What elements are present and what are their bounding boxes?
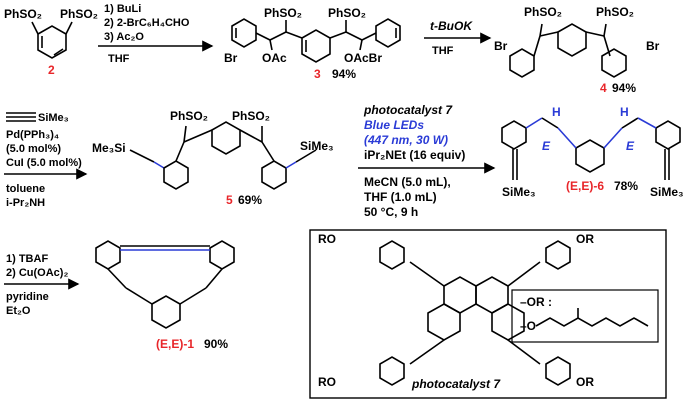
step3-solvent-1: toluene [6,183,45,195]
step3-reagent-1: Pd(PPh₃)₄ [6,129,59,141]
step1-reagent-1: 1) BuLi [104,3,141,15]
cmpd5-group-3: Me₃Si [92,141,126,155]
step5-reagent-2: 2) Cu(OAc)₂ [6,267,68,279]
cmpd6-e-2: E [626,139,635,153]
compound-3: PhSO₂ PhSO₂ Br OAc OAcBr 3 94% [224,6,401,81]
compound-6: H H E E SiMe₃ SiMe₃ (E,E)-6 78% [501,105,684,199]
step5-reagent-1: 1) TBAF [6,253,48,265]
compound-4-yield: 94% [612,81,636,95]
box-legend-title: –OR : [520,295,552,309]
step1-reagent-3: 3) Ac₂O [104,31,144,43]
cmpd5-group-1: PhSO₂ [170,109,208,123]
compound-3-yield: 94% [332,67,356,81]
sm-group-1: PhSO₂ [4,7,42,21]
compound-2: PhSO₂ PhSO₂ 2 [4,7,98,77]
step1-conditions: 1) BuLi 2) 2-BrC₆H₄CHO 3) Ac₂O THF [98,3,214,65]
box-or-4: OR [576,375,594,389]
compound-5: Me₃Si PhSO₂ PhSO₂ SiMe₃ 5 69% [92,109,334,207]
cmpd5-group-2: PhSO₂ [232,109,270,123]
cmpd4-group-2: PhSO₂ [596,5,634,19]
step5-solvent-1: pyridine [6,291,49,303]
step3-alkyne: SiMe₃ [38,112,69,124]
step4-condition-1: MeCN (5.0 mL), [364,175,451,189]
compound-4: PhSO₂ PhSO₂ Br Br 4 94% [494,5,660,95]
cmpd6-h-1: H [552,105,561,119]
cmpd3-group-2: PhSO₂ [328,6,366,20]
step4-condition-2: THF (1.0 mL) [364,190,437,204]
step4-base: iPr₂NEt (16 equiv) [364,148,465,162]
compound-2-number: 2 [48,63,55,77]
cmpd3-group-5: OAcBr [344,51,382,65]
step4-conditions: photocatalyst 7 Blue LEDs (447 nm, 30 W)… [358,103,496,219]
compound-1: (E,E)-1 90% [95,240,235,351]
step5-solvent-2: Et₂O [6,305,31,317]
box-or-1: RO [318,232,336,246]
compound-1-label: (E,E)-1 [156,337,194,351]
cmpd4-group-4: Br [646,39,660,53]
cmpd3-group-3: Br [224,51,238,65]
step4-light-detail: (447 nm, 30 W) [364,133,448,147]
compound-5-number: 5 [226,193,233,207]
step3-solvent-2: i-Pr₂NH [6,197,45,209]
step1-reagent-2: 2) 2-BrC₆H₄CHO [104,17,190,29]
step3-reagent-2: (5.0 mol%) [6,143,61,155]
box-legend-o: –O [520,319,536,333]
cmpd3-group-1: PhSO₂ [264,6,302,20]
compound-6-yield: 78% [614,179,638,193]
cmpd4-group-1: PhSO₂ [524,5,562,19]
compound-4-number: 4 [600,81,607,95]
cmpd6-e-1: E [542,139,551,153]
cmpd5-group-4: SiMe₃ [300,139,334,153]
cmpd3-group-4: OAc [262,51,287,65]
step2-solvent: THF [432,45,454,57]
compound-1-yield: 90% [204,337,228,351]
cmpd4-group-3: Br [494,39,508,53]
sm-group-2: PhSO₂ [60,7,98,21]
compound-6-label: (E,E)-6 [566,179,604,193]
step2-reagent: t-BuOK [430,19,473,33]
box-caption: photocatalyst 7 [411,377,501,391]
step4-condition-3: 50 °C, 9 h [364,205,418,219]
step3-conditions: SiMe₃ Pd(PPh₃)₄ (5.0 mol%) CuI (5.0 mol%… [4,112,88,209]
step5-conditions: 1) TBAF 2) Cu(OAc)₂ pyridine Et₂O [4,253,80,317]
box-or-2: OR [576,232,594,246]
compound-3-number: 3 [314,67,321,81]
step4-light: Blue LEDs [364,118,424,132]
photocatalyst-box: RO OR RO OR photocatalyst 7 –OR : –O [309,229,667,399]
step2-conditions: t-BuOK THF [424,19,492,57]
cmpd6-group-2: SiMe₃ [650,185,684,199]
step1-solvent: THF [108,53,130,65]
step3-reagent-3: CuI (5.0 mol%) [6,157,82,169]
step4-catalyst: photocatalyst 7 [363,103,453,117]
cmpd6-h-2: H [620,105,629,119]
box-or-3: RO [318,375,336,389]
cmpd6-group-1: SiMe₃ [502,185,536,199]
compound-5-yield: 69% [238,193,262,207]
